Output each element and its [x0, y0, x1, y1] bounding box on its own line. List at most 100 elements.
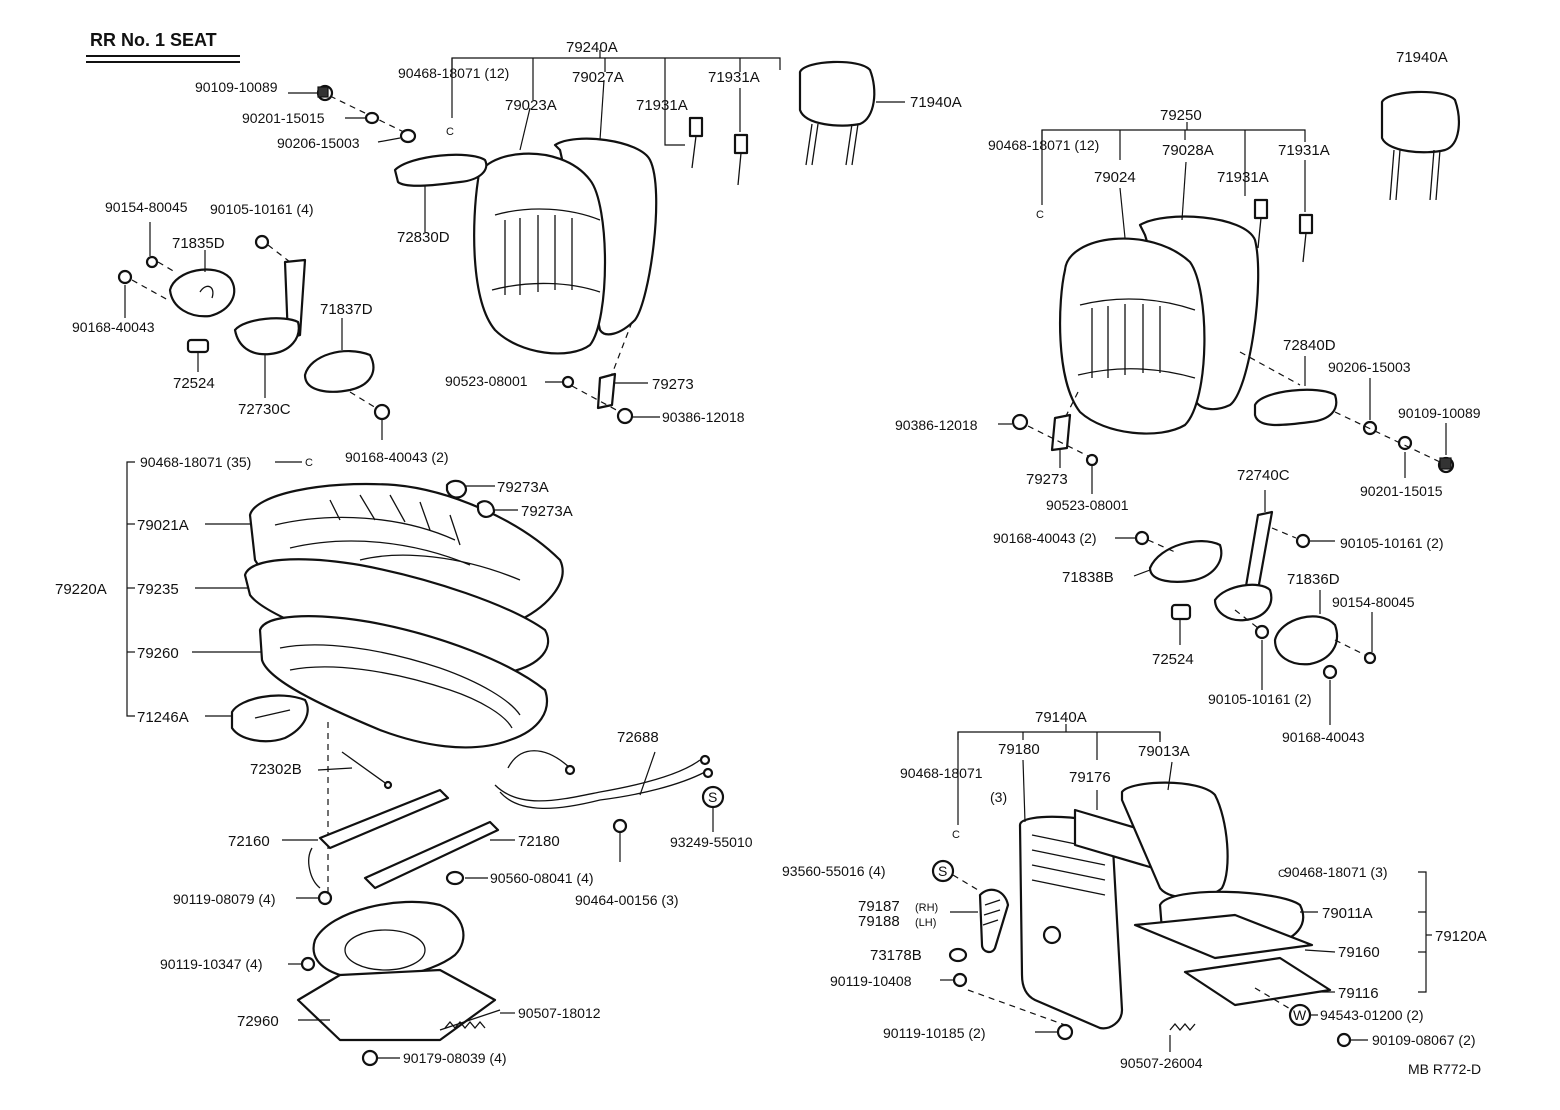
- recliner-cover-71836d: [1273, 615, 1338, 666]
- label-71838b: 71838B: [1062, 569, 1114, 586]
- guide-71931a-4: [1298, 213, 1314, 235]
- label-90468-18071-3b: 90468-18071 (3): [1284, 864, 1388, 880]
- label-79187: 79187: [858, 898, 900, 915]
- swivel-base-72960: [312, 900, 465, 981]
- label-79188-lh: (LH): [915, 917, 936, 929]
- headrest-71940a-left: [798, 60, 876, 127]
- label-79273-a: 79273: [652, 376, 694, 393]
- label-71931a-b2: 71931A: [1278, 142, 1330, 159]
- label-79160: 79160: [1338, 944, 1380, 961]
- label-72302b: 72302B: [250, 761, 302, 778]
- bolt-90105-10161-2-right-icon: [1254, 624, 1270, 640]
- label-72740c: 72740C: [1237, 467, 1290, 484]
- washer-90201-15015-icon: [364, 111, 380, 125]
- svg-text:C: C: [1278, 868, 1286, 880]
- label-79188: 79188: [858, 913, 900, 930]
- mark-s-2: [931, 859, 955, 883]
- label-90119-10347: 90119-10347 (4): [160, 956, 262, 972]
- cap-73178b: [948, 947, 968, 963]
- svg-text:C: C: [305, 457, 313, 469]
- label-90507-18012: 90507-18012: [518, 1005, 601, 1021]
- label-79220a: 79220A: [55, 581, 107, 598]
- label-90206-15003-a: 90206-15003: [277, 135, 360, 151]
- recliner-cover-71835d: [168, 268, 236, 318]
- label-90468-18071-12b: 90468-18071 (12): [988, 137, 1099, 153]
- nut-90179-08039-icon: [361, 1049, 379, 1067]
- washer-90560-08041-icon: [445, 870, 465, 886]
- label-90119-08079: 90119-08079 (4): [173, 891, 275, 907]
- label-90105-10161-4a: 90105-10161 (4): [210, 201, 314, 217]
- nut-90386-12018-icon: [616, 407, 634, 425]
- mark-s-1-text: S: [708, 789, 717, 805]
- label-72830d: 72830D: [397, 229, 450, 246]
- nut-90386-12018-right-icon: [1011, 413, 1029, 431]
- label-93249-55010: 93249-55010: [670, 834, 753, 850]
- label-79024: 79024: [1094, 169, 1136, 186]
- label-90464-00156: 90464-00156 (3): [575, 892, 679, 908]
- spring-90507-18012: [439, 1009, 501, 1031]
- bolt-90105-10161-icon: [254, 234, 270, 250]
- label-71931a-b1: 71931A: [1217, 169, 1269, 186]
- bracket-71837d: [303, 350, 375, 393]
- cable-72688: [494, 750, 706, 810]
- label-90168-40043-2b: 90168-40043 (2): [993, 530, 1097, 546]
- label-90154-80045-a: 90154-80045: [105, 199, 188, 215]
- label-79028a: 79028A: [1162, 142, 1214, 159]
- label-71836d: 71836D: [1287, 571, 1340, 588]
- label-90119-10408: 90119-10408: [830, 973, 912, 989]
- seatback-cover-right: [1058, 237, 1206, 435]
- plate-71246a: [230, 694, 309, 743]
- washer-90523-08001-right-icon: [1085, 453, 1099, 467]
- hinge-79273-left: [596, 372, 617, 410]
- label-90523-08001-b: 90523-08001: [1046, 497, 1129, 513]
- cap-72524-right: [1170, 603, 1192, 621]
- label-71246a: 71246A: [137, 709, 189, 726]
- label-90109-08067: 90109-08067 (2): [1372, 1032, 1476, 1048]
- label-79013a: 79013A: [1138, 743, 1190, 760]
- label-79235: 79235: [137, 581, 179, 598]
- label-90168-40043-b: 90168-40043: [1282, 729, 1365, 745]
- label-90206-15003-b: 90206-15003: [1328, 359, 1411, 375]
- label-79027a: 79027A: [572, 69, 624, 86]
- label-72730c: 72730C: [238, 401, 291, 418]
- rail-72180: [363, 820, 500, 890]
- label-79250: 79250: [1160, 107, 1202, 124]
- label-79140a: 79140A: [1035, 709, 1087, 726]
- label-79187-rh: (RH): [915, 902, 938, 914]
- third-seat-group: C S: [931, 724, 1432, 1052]
- diagram-title: RR No. 1 SEAT: [90, 30, 217, 50]
- label-90154-80045-b: 90154-80045: [1332, 594, 1415, 610]
- label-72524-b: 72524: [1152, 651, 1194, 668]
- bolt-90168-40043-right-icon: [1322, 664, 1338, 680]
- label-90201-15015-a: 90201-15015: [242, 110, 325, 126]
- label-90468-18071-3a: 90468-18071: [900, 765, 983, 781]
- label-79021a: 79021A: [137, 517, 189, 534]
- screw-90119-10408-icon: [952, 972, 968, 988]
- label-72160: 72160: [228, 833, 270, 850]
- label-79260: 79260: [137, 645, 179, 662]
- label-90119-10185: 90119-10185 (2): [883, 1025, 985, 1041]
- armrest-72840d: [1253, 388, 1338, 427]
- cushion-frame-79260: [258, 615, 548, 749]
- bolt-90119-08079-icon: [317, 890, 333, 906]
- label-79273a-1: 79273A: [497, 479, 549, 496]
- cap-72524-left: [186, 338, 210, 354]
- screw-90154-80045-right-icon: [1363, 651, 1377, 665]
- label-79240a: 79240A: [566, 39, 618, 56]
- label-93560-55016: 93560-55016 (4): [782, 863, 886, 879]
- seat-cushion-group: C S: [126, 457, 725, 1067]
- label-71931a-a2: 71931A: [708, 69, 760, 86]
- label-90105-10161-2b: 90105-10161 (2): [1208, 691, 1312, 707]
- guide-71931a-1: [688, 116, 704, 138]
- rail-72160: [318, 788, 450, 850]
- right-seatback-group: C: [998, 90, 1460, 725]
- armrest-72830d: [393, 153, 488, 187]
- label-90507-26004: 90507-26004: [1120, 1055, 1203, 1071]
- recliner-72740c: [1243, 510, 1274, 594]
- bolt-90168-40043-2-right-icon: [1134, 530, 1150, 546]
- label-90168-40043-2a: 90168-40043 (2): [345, 449, 449, 465]
- clip-79273a-2: [476, 500, 496, 518]
- label-90109-10089-b: 90109-10089: [1398, 405, 1481, 421]
- label-72524-a: 72524: [173, 375, 215, 392]
